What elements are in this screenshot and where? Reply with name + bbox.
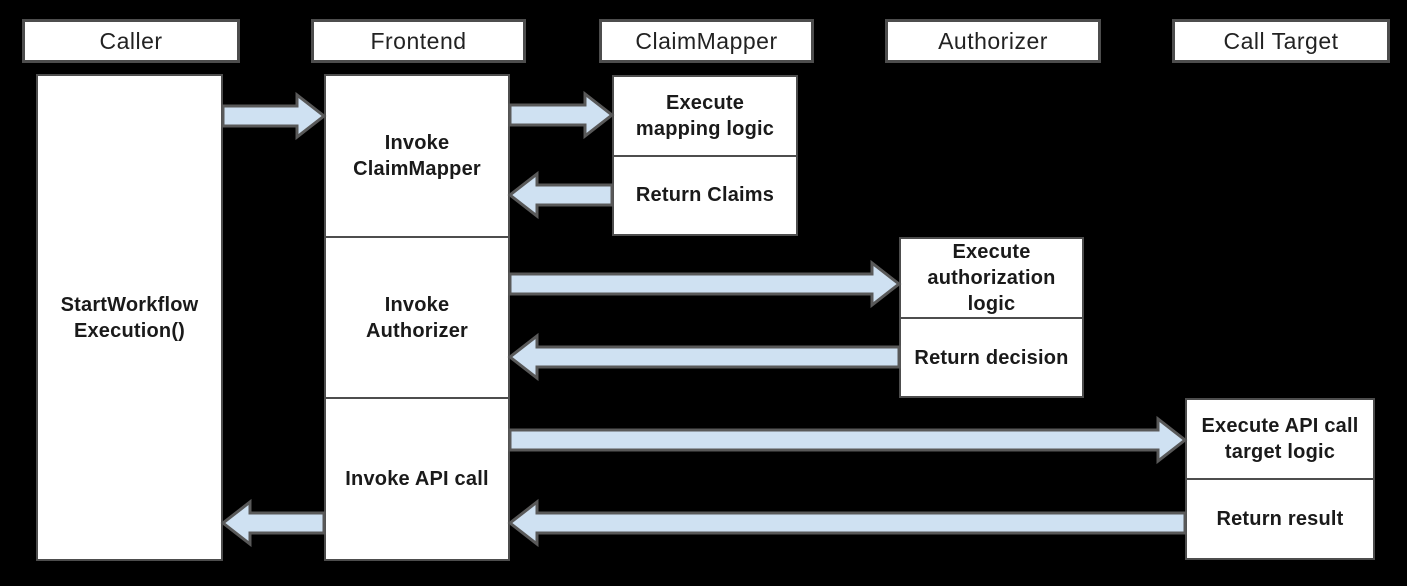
frontend-step-invoke-api-call: Invoke API call <box>326 397 508 559</box>
arrow-frontend-to-calltarget-icon <box>508 415 1188 465</box>
arrow-frontend-to-authorizer-icon <box>508 259 902 309</box>
arrow-authorizer-to-frontend-icon <box>507 332 901 382</box>
frontend-activation-stack: Invoke ClaimMapper Invoke Authorizer Inv… <box>324 74 510 561</box>
authorizer-step-return: Return decision <box>901 317 1082 396</box>
calltarget-step-return: Return result <box>1187 478 1373 558</box>
actor-label-caller: Caller <box>99 27 163 54</box>
calltarget-step-execute: Execute API call target logic <box>1187 400 1373 478</box>
frontend-step-label: Invoke ClaimMapper <box>353 131 481 180</box>
caller-activation-label: StartWorkflow Execution() <box>60 293 199 342</box>
frontend-step-label: Invoke API call <box>345 468 489 491</box>
calltarget-step-label: Execute API call target logic <box>1201 415 1359 463</box>
frontend-step-invoke-authorizer: Invoke Authorizer <box>326 235 508 398</box>
authorizer-step-label: Return decision <box>914 346 1069 369</box>
arrow-calltarget-to-frontend-icon <box>507 498 1187 548</box>
actor-label-calltarget: Call Target <box>1223 27 1339 54</box>
actor-header-claimmapper: ClaimMapper <box>599 19 814 63</box>
arrow-frontend-to-caller-icon <box>220 498 326 548</box>
frontend-step-invoke-claimmapper: Invoke ClaimMapper <box>326 76 508 236</box>
claimmapper-step-return: Return Claims <box>614 154 796 235</box>
caller-activation-box: StartWorkflow Execution() <box>36 74 223 561</box>
arrow-claimmapper-to-frontend-icon <box>507 170 614 220</box>
claimmapper-activation-stack: Execute mapping logic Return Claims <box>612 75 798 236</box>
calltarget-step-label: Return result <box>1216 508 1344 530</box>
arrow-caller-to-frontend-icon <box>221 91 327 141</box>
actor-header-calltarget: Call Target <box>1172 19 1390 63</box>
actor-label-frontend: Frontend <box>370 27 467 54</box>
claimmapper-step-label: Return Claims <box>635 184 775 207</box>
actor-header-frontend: Frontend <box>311 19 526 63</box>
actor-label-authorizer: Authorizer <box>938 27 1048 54</box>
frontend-step-label: Invoke Authorizer <box>366 293 468 342</box>
actor-label-claimmapper: ClaimMapper <box>635 27 778 54</box>
actor-header-authorizer: Authorizer <box>885 19 1101 63</box>
claimmapper-step-execute: Execute mapping logic <box>614 77 796 155</box>
actor-header-caller: Caller <box>22 19 240 63</box>
claimmapper-step-label: Execute mapping logic <box>635 91 775 140</box>
authorizer-activation-stack: Execute authorization logic Return decis… <box>899 237 1084 398</box>
arrow-frontend-to-claimmapper-icon <box>508 90 615 140</box>
authorizer-step-execute: Execute authorization logic <box>901 239 1082 317</box>
calltarget-activation-stack: Execute API call target logic Return res… <box>1185 398 1375 560</box>
authorizer-step-label: Execute authorization logic <box>927 241 1056 315</box>
